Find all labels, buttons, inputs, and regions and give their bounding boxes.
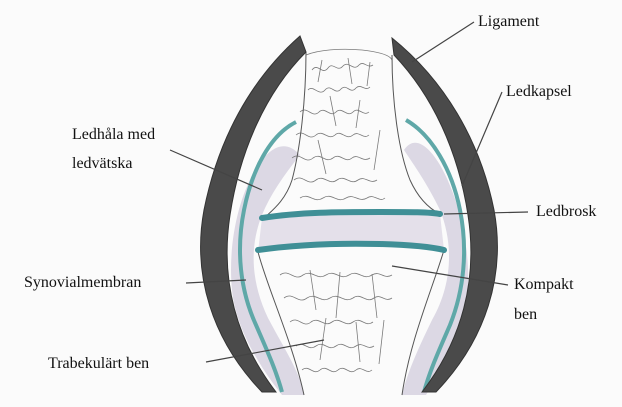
upper-bone-trabecular: [292, 49, 392, 199]
lower-cartilage: [258, 244, 444, 250]
label-kompakt-line1: Kompakt: [514, 273, 574, 297]
label-ledhala-line2: ledvätska: [72, 152, 132, 176]
label-ledhala-line1: Ledhåla med: [72, 123, 155, 147]
leader-ligament: [412, 22, 474, 62]
label-kompakt-line2: ben: [514, 303, 537, 327]
label-ligament: Ligament: [478, 10, 539, 34]
label-ledkapsel: Ledkapsel: [506, 80, 572, 104]
label-trabekulart: Trabekulärt ben: [48, 352, 149, 376]
label-synovialmembran: Synovialmembran: [24, 271, 141, 295]
lower-bone-trabecular: [280, 270, 392, 372]
label-ledbrosk: Ledbrosk: [536, 200, 596, 224]
